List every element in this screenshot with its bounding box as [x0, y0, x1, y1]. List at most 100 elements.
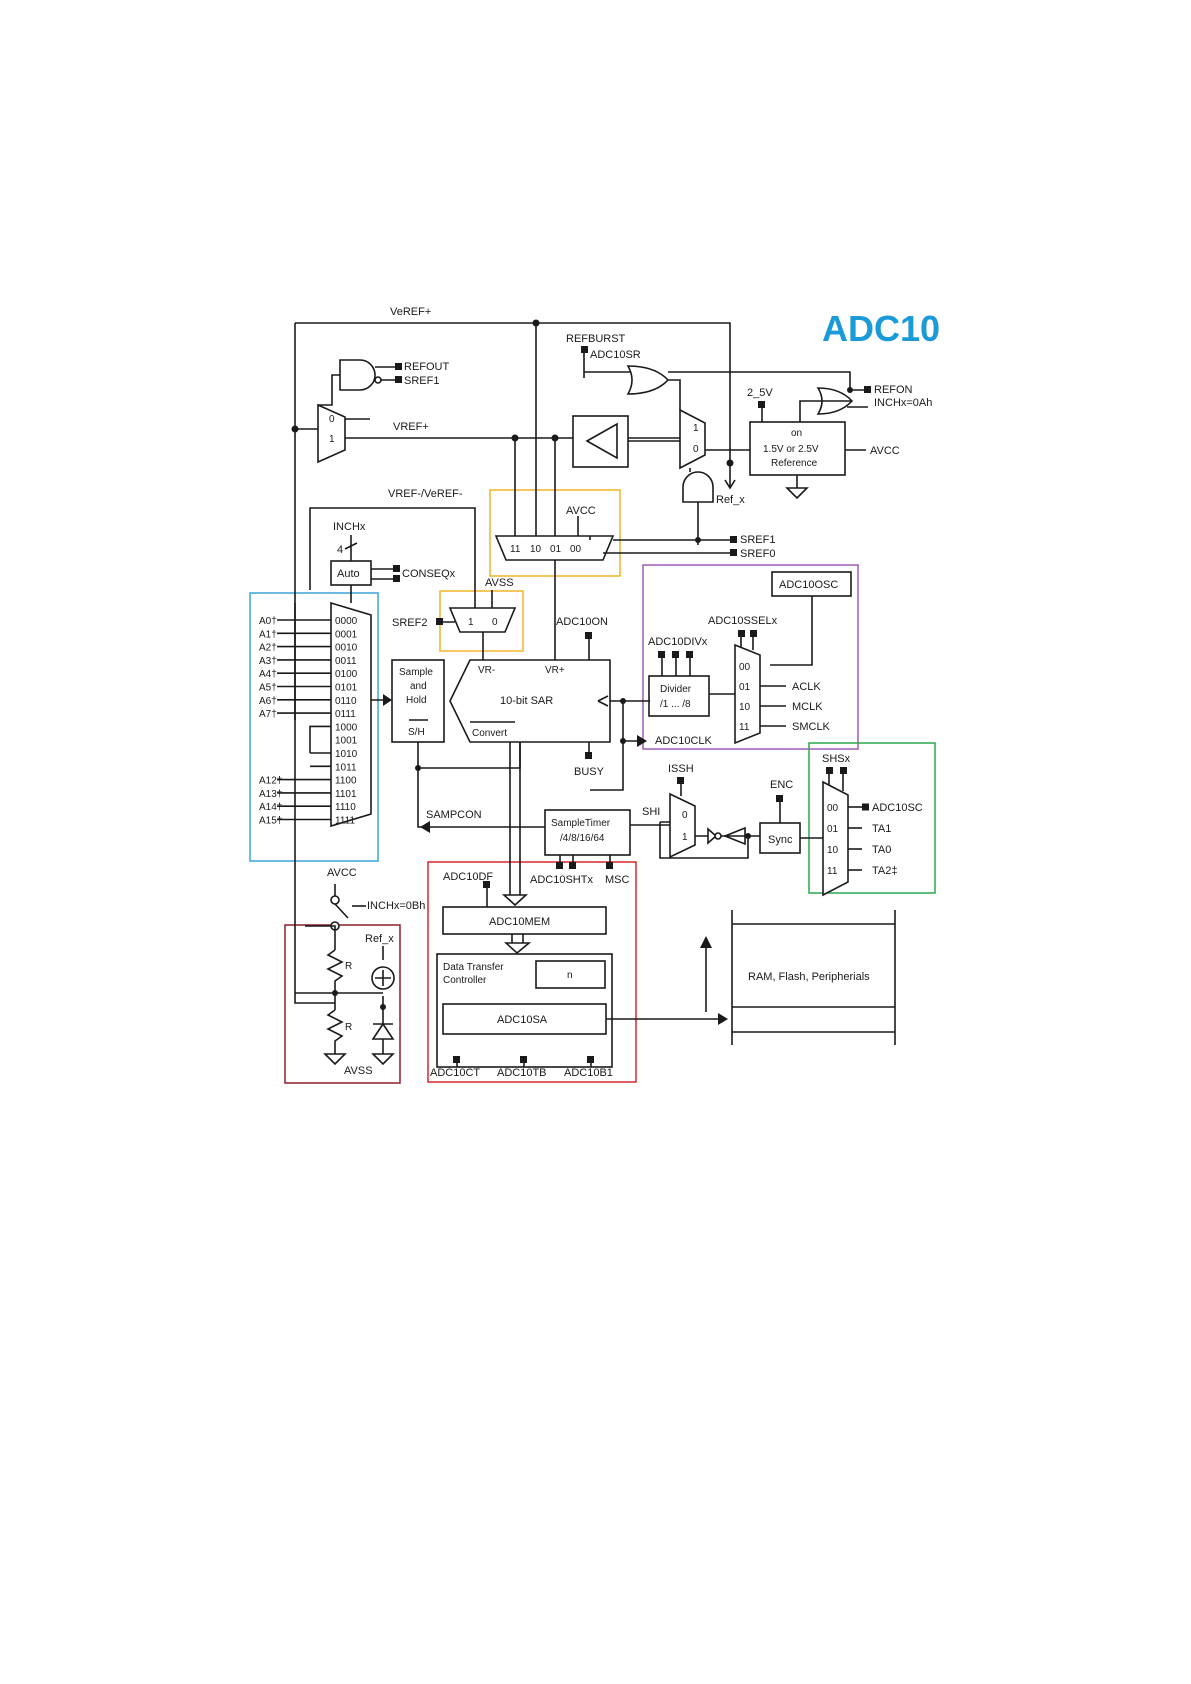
shs-pin	[862, 803, 869, 811]
channel-label: A14†	[259, 802, 282, 813]
svg-text:Divider: Divider	[660, 684, 692, 695]
adc10mem-block	[442, 906, 607, 935]
svg-text:S/H: S/H	[408, 727, 425, 738]
shs-code-label: 00	[827, 803, 839, 814]
diode	[371, 1022, 395, 1054]
channel-label: A12†	[259, 776, 282, 787]
issh-label: ISSH	[668, 763, 694, 775]
shs-source-label: TA1	[872, 823, 891, 835]
mux-code-label: 0101	[335, 683, 358, 694]
mux-code-label: 0100	[335, 669, 358, 680]
mux-code-label: 1000	[335, 722, 358, 733]
refburst-label: REFBURST	[566, 333, 626, 345]
ref-x-label: Ref_x	[716, 494, 745, 506]
svg-text:Sample: Sample	[399, 667, 433, 678]
adc10on-label: ADC10ON	[556, 616, 608, 628]
adc10sr-label: ADC10SR	[590, 349, 641, 361]
svg-text:4: 4	[337, 544, 343, 556]
data-transfer-box	[427, 861, 637, 1083]
clock-source-label: SMCLK	[792, 721, 831, 733]
mux-code-label: 0001	[335, 629, 358, 640]
refout-label: REFOUT	[404, 361, 450, 373]
reference-block	[749, 421, 846, 476]
resistor-2	[326, 1009, 344, 1054]
adc10df-label: ADC10DF	[443, 871, 493, 883]
svg-text:0: 0	[693, 444, 699, 455]
sref2-mux	[448, 607, 517, 633]
reference-mux	[494, 535, 615, 561]
svg-text:and: and	[410, 681, 427, 692]
channel-label: A2†	[259, 643, 277, 654]
mux-code-label: 1100	[335, 776, 357, 787]
svg-text:R: R	[345, 961, 352, 972]
avcc-temp-label: AVCC	[327, 867, 357, 879]
adc10clk-label: ADC10CLK	[655, 735, 713, 747]
shs-code-label: 11	[827, 866, 838, 877]
svg-text:0: 0	[492, 617, 498, 628]
sampcon-label: SAMPCON	[426, 809, 482, 821]
inchx-label: INCHx	[333, 521, 366, 533]
adc10b1-label: ADC10B1	[564, 1067, 613, 1079]
mux-code-label: 0000	[335, 616, 358, 627]
svg-text:on: on	[791, 428, 802, 439]
mux-code-label: 0011	[335, 656, 357, 667]
sref0-label: SREF0	[740, 548, 775, 560]
svg-text:0: 0	[329, 414, 335, 425]
sar-label: 10-bit SAR	[500, 695, 553, 707]
ref-x2-label: Ref_x	[365, 933, 394, 945]
svg-text:R: R	[345, 1022, 352, 1033]
mux-code-label: 0010	[335, 643, 358, 654]
channel-mux[interactable]	[330, 601, 372, 828]
shs-source-label: ADC10SC	[872, 802, 923, 814]
clock-source-mux[interactable]	[734, 643, 761, 745]
clock-source-label: MCLK	[792, 701, 823, 713]
shs-source-label: TA0	[872, 844, 891, 856]
shs-source-label: TA2‡	[872, 865, 897, 877]
svg-text:1: 1	[693, 423, 699, 434]
svg-text:VR+: VR+	[545, 665, 565, 676]
veref-plus-label: VeREF+	[390, 306, 431, 318]
sref2-label: SREF2	[392, 617, 427, 629]
inch-0bh-label: INCHx=0Bh	[367, 900, 425, 912]
vref-select-mux	[317, 403, 346, 464]
shs-code-label: 10	[827, 845, 839, 856]
clock-code-label: 01	[739, 682, 751, 693]
refon-label: REFON	[874, 384, 913, 396]
svg-text:1: 1	[468, 617, 474, 628]
mux-code-label: 1101	[335, 789, 357, 800]
n-register	[535, 960, 606, 989]
refout-gate	[339, 359, 376, 391]
clock-code-label: 11	[739, 722, 750, 733]
channel-label: A15†	[259, 816, 282, 827]
adc10shtx-label: ADC10SHTx	[530, 874, 593, 886]
clock-code-label: 10	[739, 702, 751, 713]
svg-text:SampleTimer: SampleTimer	[551, 818, 611, 829]
channel-label: A1†	[259, 629, 277, 640]
enc-label: ENC	[770, 779, 793, 791]
svg-text:Sync: Sync	[768, 834, 793, 846]
sample-timer	[544, 809, 631, 856]
svg-text:11: 11	[510, 544, 521, 555]
mux-code-label: 1001	[335, 736, 358, 747]
refbuf-select-mux	[679, 408, 706, 470]
ram-label: RAM, Flash, Peripherials	[748, 971, 870, 983]
internal-channel-wire	[309, 725, 331, 753]
sync-block	[759, 822, 801, 854]
svg-text:/1 ... /8: /1 ... /8	[660, 699, 691, 710]
adc10mem-label: ADC10MEM	[489, 916, 550, 928]
sref1-label: SREF1	[740, 534, 775, 546]
adc10osc-block[interactable]	[771, 571, 852, 597]
sample-source-mux[interactable]	[822, 780, 849, 897]
mux-code-label: 0110	[335, 696, 357, 707]
conseqx-label: CONSEQx	[402, 568, 456, 580]
avss-bottom-label: AVSS	[344, 1065, 373, 1077]
svg-text:00: 00	[570, 544, 582, 555]
channel-label: A6†	[259, 696, 277, 707]
reference-buffer	[572, 415, 629, 468]
svg-text:n: n	[567, 970, 573, 981]
shi-mux	[669, 792, 696, 859]
adc10ct-label: ADC10CT	[430, 1067, 480, 1079]
svg-text:Hold: Hold	[406, 695, 427, 706]
sref1-top-label: SREF1	[404, 375, 439, 387]
